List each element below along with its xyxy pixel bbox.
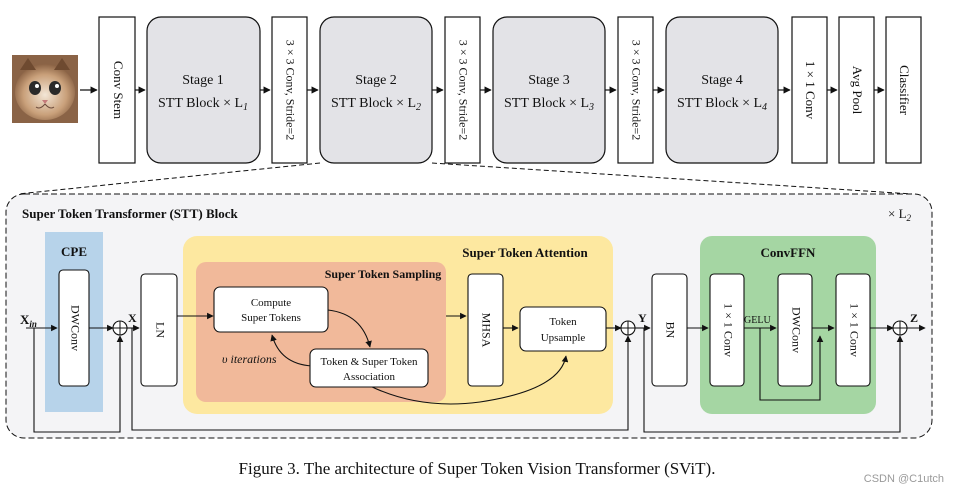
- downsample3-label: 3 × 3 Conv, Stride=2: [629, 40, 643, 140]
- stage1-subtitle: STT Block × L1: [158, 96, 248, 113]
- stage3-title: Stage 3: [528, 73, 570, 88]
- ffn-conv2-box: 1 × 1 Conv: [835, 273, 871, 387]
- stage4-title: Stage 4: [701, 73, 743, 88]
- compute-line2: Super Tokens: [241, 312, 301, 324]
- upsample-line2: Upsample: [541, 332, 586, 344]
- mhsa-box: MHSA: [467, 273, 504, 387]
- figure-caption: Figure 3. The architecture of Super Toke…: [238, 459, 716, 478]
- stage1-box: Stage 1 STT Block × L1: [146, 16, 261, 164]
- zoom-lines: [17, 162, 913, 195]
- convffn-title: ConvFFN: [761, 245, 817, 260]
- stt-block-repeat: × L2: [888, 206, 912, 223]
- compute-super-tokens-box: Compute Super Tokens: [213, 286, 329, 333]
- cat-image: [12, 55, 78, 123]
- conv-stem-label: Conv Stem: [111, 61, 126, 119]
- downsample2-label: 3 × 3 Conv, Stride=2: [456, 40, 470, 140]
- downsample3-box: 3 × 3 Conv, Stride=2: [617, 16, 654, 164]
- x-label: X: [128, 311, 137, 325]
- stage2-box: Stage 2 STT Block × L2: [319, 16, 433, 164]
- plus-node-3: [892, 320, 908, 336]
- downsample2-box: 3 × 3 Conv, Stride=2: [444, 16, 481, 164]
- x-in-label: Xin: [20, 312, 37, 329]
- stage3-box: Stage 3 STT Block × L3: [492, 16, 606, 164]
- cpe-dwconv-box: DWConv: [58, 269, 90, 387]
- svg-text:Xin: Xin: [20, 312, 37, 329]
- iterations-label: υ iterations: [222, 352, 277, 366]
- y-label: Y: [638, 311, 647, 325]
- cpe-dwconv-label: DWConv: [68, 305, 82, 351]
- block-connectors: [26, 309, 926, 433]
- sta-title: Super Token Attention: [462, 245, 588, 260]
- classifier-box: Classifier: [885, 16, 922, 164]
- ffn-conv2-label: 1 × 1 Conv: [847, 303, 861, 357]
- association-box: Token & Super Token Association: [309, 348, 429, 388]
- ln-box: LN: [140, 273, 178, 387]
- ln-label: LN: [153, 322, 167, 338]
- sts-title: Super Token Sampling: [325, 267, 442, 281]
- watermark: CSDN @C1utch: [863, 473, 944, 485]
- gelu-label: GELU: [744, 315, 771, 326]
- stt-block-title: Super Token Transformer (STT) Block: [22, 206, 239, 221]
- mhsa-label: MHSA: [479, 313, 493, 348]
- conv-stem-box: Conv Stem: [98, 16, 136, 164]
- conv1x1-label: 1 × 1 Conv: [803, 61, 818, 120]
- downsample1-box: 3 × 3 Conv, Stride=2: [271, 16, 308, 164]
- ffn-conv1-label: 1 × 1 Conv: [721, 303, 735, 357]
- ffn-dwconv-box: DWConv: [777, 273, 813, 387]
- z-label: Z: [910, 311, 918, 325]
- stage2-title: Stage 2: [355, 73, 397, 88]
- association-line1: Token & Super Token: [321, 356, 418, 368]
- avgpool-box: Avg Pool: [838, 16, 875, 164]
- conv1x1-box: 1 × 1 Conv: [791, 16, 828, 164]
- stage4-subtitle: STT Block × L4: [677, 96, 767, 113]
- stage2-subtitle: STT Block × L2: [331, 96, 421, 113]
- upsample-line1: Token: [549, 316, 577, 328]
- classifier-label: Classifier: [897, 65, 912, 115]
- plus-node-2: [620, 320, 636, 336]
- compute-line1: Compute: [251, 297, 291, 309]
- ffn-dwconv-label: DWConv: [789, 307, 803, 353]
- bn-box: BN: [651, 273, 688, 387]
- ffn-conv1-box: 1 × 1 Conv: [709, 273, 745, 387]
- cpe-title: CPE: [61, 244, 87, 259]
- stage3-subtitle: STT Block × L3: [504, 96, 594, 113]
- stage4-box: Stage 4 STT Block × L4: [665, 16, 779, 164]
- downsample1-label: 3 × 3 Conv, Stride=2: [283, 40, 297, 140]
- association-line2: Association: [343, 371, 395, 383]
- plus-node-1: [112, 320, 128, 336]
- stage1-title: Stage 1: [182, 73, 224, 88]
- avgpool-label: Avg Pool: [850, 66, 865, 115]
- bn-label: BN: [663, 322, 677, 339]
- token-upsample-box: Token Upsample: [519, 306, 607, 352]
